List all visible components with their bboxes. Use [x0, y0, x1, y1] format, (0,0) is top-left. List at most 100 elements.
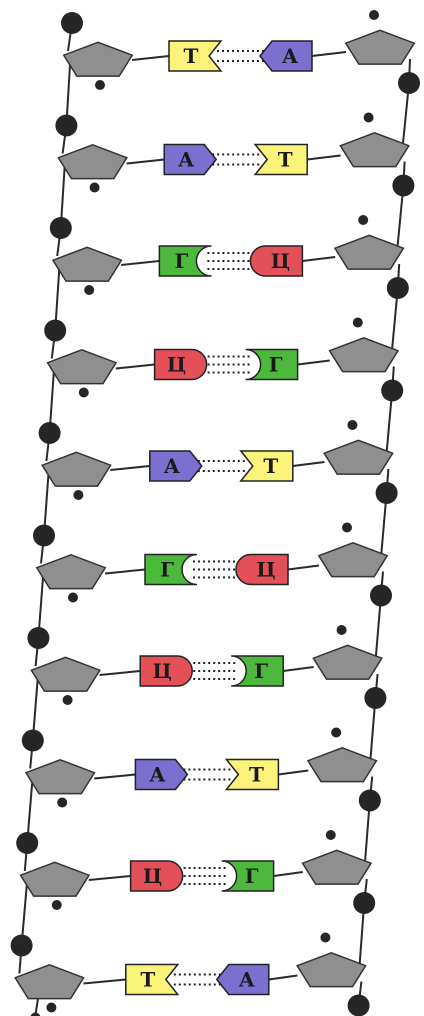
sugar-knob — [78, 387, 89, 398]
sugar-knob — [73, 490, 84, 500]
phosphate-bead — [49, 217, 72, 239]
base-letter-label: Т — [140, 968, 155, 992]
base-letter-label: Ц — [153, 659, 172, 683]
base-left: Т — [125, 963, 180, 996]
sugar-pentagon — [41, 451, 112, 487]
base-right: Т — [224, 758, 280, 791]
phosphate-bead — [55, 114, 78, 137]
sugar-base-link — [287, 564, 320, 571]
phosphate-bead — [33, 524, 55, 547]
base-left: А — [134, 758, 189, 791]
sugar-pentagon — [51, 246, 123, 282]
base-letter-label: Г — [174, 249, 188, 273]
base-letter-label: Т — [263, 454, 278, 478]
base-letter-label: Т — [249, 763, 264, 787]
sugar-pentagon — [339, 131, 410, 168]
sugar-base-link — [283, 666, 314, 672]
phosphate-bead — [370, 584, 392, 607]
base-left: Т — [168, 40, 223, 72]
base-shape — [158, 245, 212, 277]
phosphate-bead — [44, 319, 67, 342]
sugar-base-link — [268, 974, 298, 981]
sugar-knob — [342, 522, 352, 533]
phosphate-bead — [364, 687, 387, 709]
base-shape — [139, 655, 193, 687]
sugar-base-link — [121, 260, 160, 266]
base-letter-label: А — [178, 148, 195, 172]
base-right: Г — [245, 348, 299, 381]
sugar-knob — [352, 317, 363, 328]
sugar-pentagon — [328, 336, 400, 373]
base-letter-label: Г — [245, 864, 259, 888]
base-shape — [163, 143, 218, 176]
base-letter-label: Ц — [271, 249, 290, 273]
base-letter-label: А — [239, 968, 256, 992]
sugar-knob — [363, 112, 374, 123]
base-left: Ц — [139, 655, 193, 687]
sugar-pentagon — [301, 849, 373, 885]
base-letter-label: А — [164, 454, 181, 478]
sugar-base-link — [311, 51, 347, 57]
phosphate-bead — [392, 174, 415, 197]
phosphate-bead — [38, 422, 61, 444]
base-shape — [235, 553, 289, 586]
sugar-knob — [30, 1012, 41, 1016]
base-right: Ц — [249, 245, 304, 277]
base-right: Т — [239, 450, 294, 482]
sugar-phosphate-backbones — [10, 10, 420, 1016]
base-shape — [253, 143, 308, 176]
base-shape — [125, 963, 180, 996]
base-letter-label: Т — [278, 148, 293, 172]
base-shape — [224, 758, 280, 791]
base-shape — [134, 758, 189, 791]
base-left: А — [163, 143, 218, 176]
base-letter-label: Г — [269, 353, 283, 377]
base-letter-label: А — [149, 763, 166, 787]
base-right: А — [259, 40, 313, 72]
sugar-pentagon — [14, 963, 85, 1000]
base-letter-label: Ц — [256, 558, 275, 582]
sugar-base-link — [110, 465, 150, 471]
sugar-base-link — [131, 55, 170, 61]
base-shape — [245, 348, 299, 381]
base-left: Г — [158, 245, 212, 277]
phosphate-bead — [386, 277, 409, 299]
base-shape — [153, 348, 208, 381]
base-shape — [144, 553, 198, 586]
phosphate-bead — [61, 12, 83, 34]
base-letter-label: Ц — [167, 353, 186, 377]
sugar-base-link — [302, 256, 336, 262]
sugar-pentagon — [317, 541, 389, 578]
sugar-pentagon — [344, 29, 416, 65]
sugar-knob — [331, 727, 342, 738]
base-right: Ц — [235, 553, 289, 586]
sugar-pentagon — [323, 439, 394, 475]
sugar-base-link — [126, 158, 165, 165]
sugar-base-link — [88, 875, 131, 881]
base-left: А — [149, 450, 203, 482]
sugar-pentagon — [306, 746, 378, 783]
sugar-base-link — [94, 773, 136, 780]
base-shape — [259, 40, 313, 72]
base-shape — [239, 450, 294, 482]
phosphate-bead — [27, 627, 50, 649]
base-letter-label: А — [282, 44, 299, 68]
base-shape — [149, 450, 203, 482]
sugar-pentagon — [19, 861, 91, 897]
phosphate-bead — [10, 934, 33, 957]
sugar-knob — [62, 695, 73, 705]
sugar-knob — [336, 625, 347, 635]
sugar-knob — [57, 797, 68, 808]
sugar-pentagon — [57, 143, 128, 180]
base-letter-label: Т — [184, 44, 199, 68]
base-shape — [231, 655, 284, 687]
base-letter-label: Ц — [143, 864, 162, 888]
sugar-pentagon — [312, 644, 383, 680]
sugar-base-link — [273, 871, 303, 877]
phosphate-bead — [398, 72, 420, 94]
base-shape — [221, 860, 275, 892]
sugar-base-link — [297, 359, 330, 366]
sugar-knob — [369, 10, 379, 20]
sugar-base-link — [104, 568, 146, 575]
base-shape — [129, 860, 184, 892]
